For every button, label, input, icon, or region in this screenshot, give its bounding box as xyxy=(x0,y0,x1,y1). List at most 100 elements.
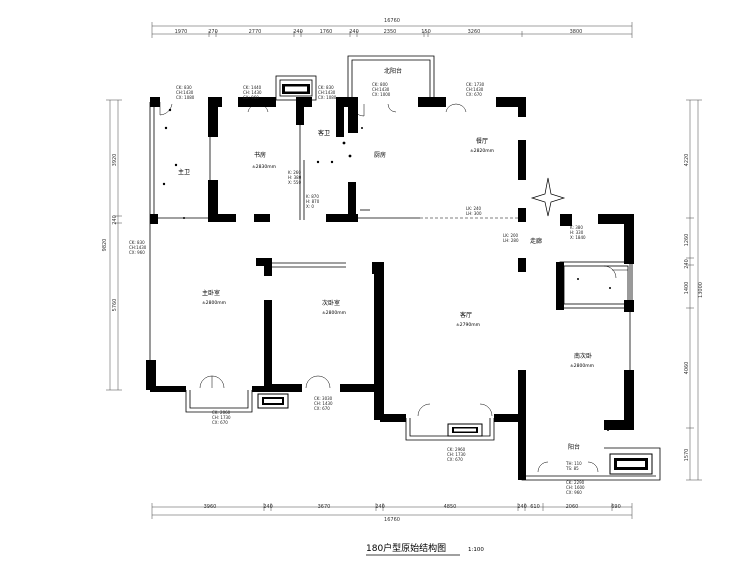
spec-study-beam-3: X: 550 xyxy=(288,180,301,185)
elev-study: ±2830mm xyxy=(252,164,276,170)
spec-kitchen-door-2: LH: 300 xyxy=(466,211,482,216)
elev-living: ±2790mm xyxy=(456,322,480,328)
dim-bottom-7: 610 xyxy=(530,504,540,510)
spec-south-beam-1: K: 380 xyxy=(570,225,583,230)
spec-kitchen-beam-1: K: 870 xyxy=(306,194,319,199)
title-block: 180户型原始结构图 1:100 xyxy=(366,542,484,556)
spec-kitchen-door-1: LK: 240 xyxy=(466,206,482,211)
spec-master-bottom-1: CK: 2060 xyxy=(212,410,231,415)
spec-master-left-3: CX: 960 xyxy=(129,250,145,255)
spec-corridor-door-2: LH: 280 xyxy=(503,238,519,243)
spec-living-bottom-1: CK: 2960 xyxy=(447,447,466,452)
room-kitchen: 厨房 xyxy=(374,151,386,159)
dim-top-4: 240 xyxy=(293,29,303,35)
room-second-bedroom: 次卧室 xyxy=(322,299,340,307)
spec-mb-window-2: CH:1430 xyxy=(176,90,194,95)
spec-balcony-n-3: CX: 1000 xyxy=(372,92,391,97)
dim-bottom-5: 4850 xyxy=(444,504,457,510)
spec-mb-window-1: CK: 830 xyxy=(176,85,192,90)
room-labels: 主卫 书房 ±2830mm 客卫 厨房 北阳台 餐厅 ±2820mm 走廊 主卧… xyxy=(178,67,594,451)
left-dimensions: 9820 3920 240 5760 xyxy=(102,99,122,391)
spec-corridor-door-1: LK: 200 xyxy=(503,233,519,238)
dim-total-right: 13000 xyxy=(698,282,704,298)
dim-top-6: 240 xyxy=(349,29,359,35)
spec-second-bottom-2: CH: 1430 xyxy=(314,401,333,406)
spec-living-bottom-2: CH: 1730 xyxy=(447,452,466,457)
room-corridor: 走廊 xyxy=(530,237,542,245)
dim-bottom-2: 240 xyxy=(263,504,273,510)
spec-guestbath-window-2: CH:1430 xyxy=(318,90,336,95)
spec-study-window-3: CX: 960 xyxy=(243,95,259,100)
spec-study-beam-1: K: 260 xyxy=(288,170,301,175)
room-north-balcony: 北阳台 xyxy=(384,67,402,75)
spec-master-bottom-2: CH: 1730 xyxy=(212,415,231,420)
right-dimensions: 4220 1260 240 1400 4060 1570 13000 xyxy=(684,99,704,481)
spec-balcony-tm-1: TH: 110 xyxy=(565,461,582,466)
dim-right-1: 4220 xyxy=(684,154,690,167)
room-south-bedroom: 南次卧 xyxy=(574,352,592,360)
window-boxes xyxy=(257,84,653,475)
elev-dining: ±2820mm xyxy=(470,148,494,154)
spec-living-bottom-3: CX: 670 xyxy=(447,457,463,462)
spec-study-beam-2: H: 380 xyxy=(288,175,302,180)
spec-balcony-bottom-3: CX: 960 xyxy=(566,490,582,495)
dim-top-3: 2770 xyxy=(249,29,262,35)
spec-balcony-n-2: CH:1430 xyxy=(372,87,390,92)
spec-dining-window-2: CH:1430 xyxy=(466,87,484,92)
dim-left-2: 240 xyxy=(112,215,118,225)
elev-south-bedroom: ±2800mm xyxy=(570,363,594,369)
dim-right-6: 1570 xyxy=(684,449,690,462)
room-balcony: 阳台 xyxy=(568,443,580,451)
spec-dining-window-3: CX: 670 xyxy=(466,92,482,97)
dim-left-3: 5760 xyxy=(112,299,118,312)
dim-top-8: 150 xyxy=(421,29,431,35)
dim-left-1: 3920 xyxy=(112,154,118,167)
spec-master-bottom-3: CX: 670 xyxy=(212,420,228,425)
compass-icon xyxy=(530,177,566,217)
spec-second-bottom-3: CX: 670 xyxy=(314,406,330,411)
spec-mb-window-3: CX: 1080 xyxy=(176,95,195,100)
spec-master-left-1: CK: 830 xyxy=(129,240,145,245)
spec-balcony-tm-2: TS: 85 xyxy=(565,466,579,471)
fixture-marks xyxy=(162,108,611,431)
dim-top-1: 1970 xyxy=(175,29,188,35)
spec-balcony-bottom-2: CH: 1600 xyxy=(566,485,585,490)
dim-right-3: 240 xyxy=(684,259,690,269)
room-master-bath: 主卫 xyxy=(178,168,190,176)
spec-study-window-1: CK: 1440 xyxy=(243,85,262,90)
elev-master-bedroom: ±2800mm xyxy=(202,300,226,306)
dim-right-4: 1400 xyxy=(684,282,690,295)
dim-top-10: 3800 xyxy=(570,29,583,35)
spec-notes: CK: 830 CH:1430 CX: 1080 CK: 1440 CH: 14… xyxy=(129,82,586,495)
spec-guestbath-window-3: CX: 1080 xyxy=(318,95,337,100)
dim-total-left: 9820 xyxy=(102,239,108,252)
spec-south-beam-3: X: 1840 xyxy=(570,235,586,240)
structural-walls xyxy=(146,97,634,480)
spec-south-beam-2: H: 330 xyxy=(570,230,584,235)
dim-top-7: 2350 xyxy=(384,29,397,35)
spec-kitchen-beam-2: H: 870 xyxy=(306,199,320,204)
bottom-dimensions: 3960 240 3670 240 4850 240 610 2060 690 … xyxy=(151,503,633,523)
dim-right-5: 4060 xyxy=(684,362,690,375)
spec-master-left-2: CH:1430 xyxy=(129,245,147,250)
spec-guestbath-window-1: CK: 830 xyxy=(318,85,334,90)
spec-dining-window-1: CK: 1730 xyxy=(466,82,485,87)
drawing-scale: 1:100 xyxy=(468,547,484,553)
room-guest-bath: 客卫 xyxy=(318,129,330,137)
dim-total-bottom: 16760 xyxy=(384,517,400,523)
spec-balcony-n-1: CK: 800 xyxy=(372,82,388,87)
door-swings xyxy=(159,102,628,473)
drawing-title: 180户型原始结构图 xyxy=(366,542,446,554)
top-dimensions: 16760 1970 270 2770 240 1760 240 2350 15… xyxy=(151,18,633,38)
dim-bottom-9: 690 xyxy=(611,504,621,510)
room-master-bedroom: 主卧室 xyxy=(202,289,220,297)
spec-kitchen-beam-3: X: 0 xyxy=(306,204,314,209)
dim-bottom-1: 3960 xyxy=(204,504,217,510)
dim-top-9: 3260 xyxy=(468,29,481,35)
spec-study-window-2: CH: 1430 xyxy=(243,90,262,95)
dim-bottom-8: 2060 xyxy=(566,504,579,510)
elev-second-bedroom: ±2800mm xyxy=(322,310,346,316)
dim-right-2: 1260 xyxy=(684,234,690,247)
spec-balcony-bottom-1: CK: 2290 xyxy=(566,480,585,485)
